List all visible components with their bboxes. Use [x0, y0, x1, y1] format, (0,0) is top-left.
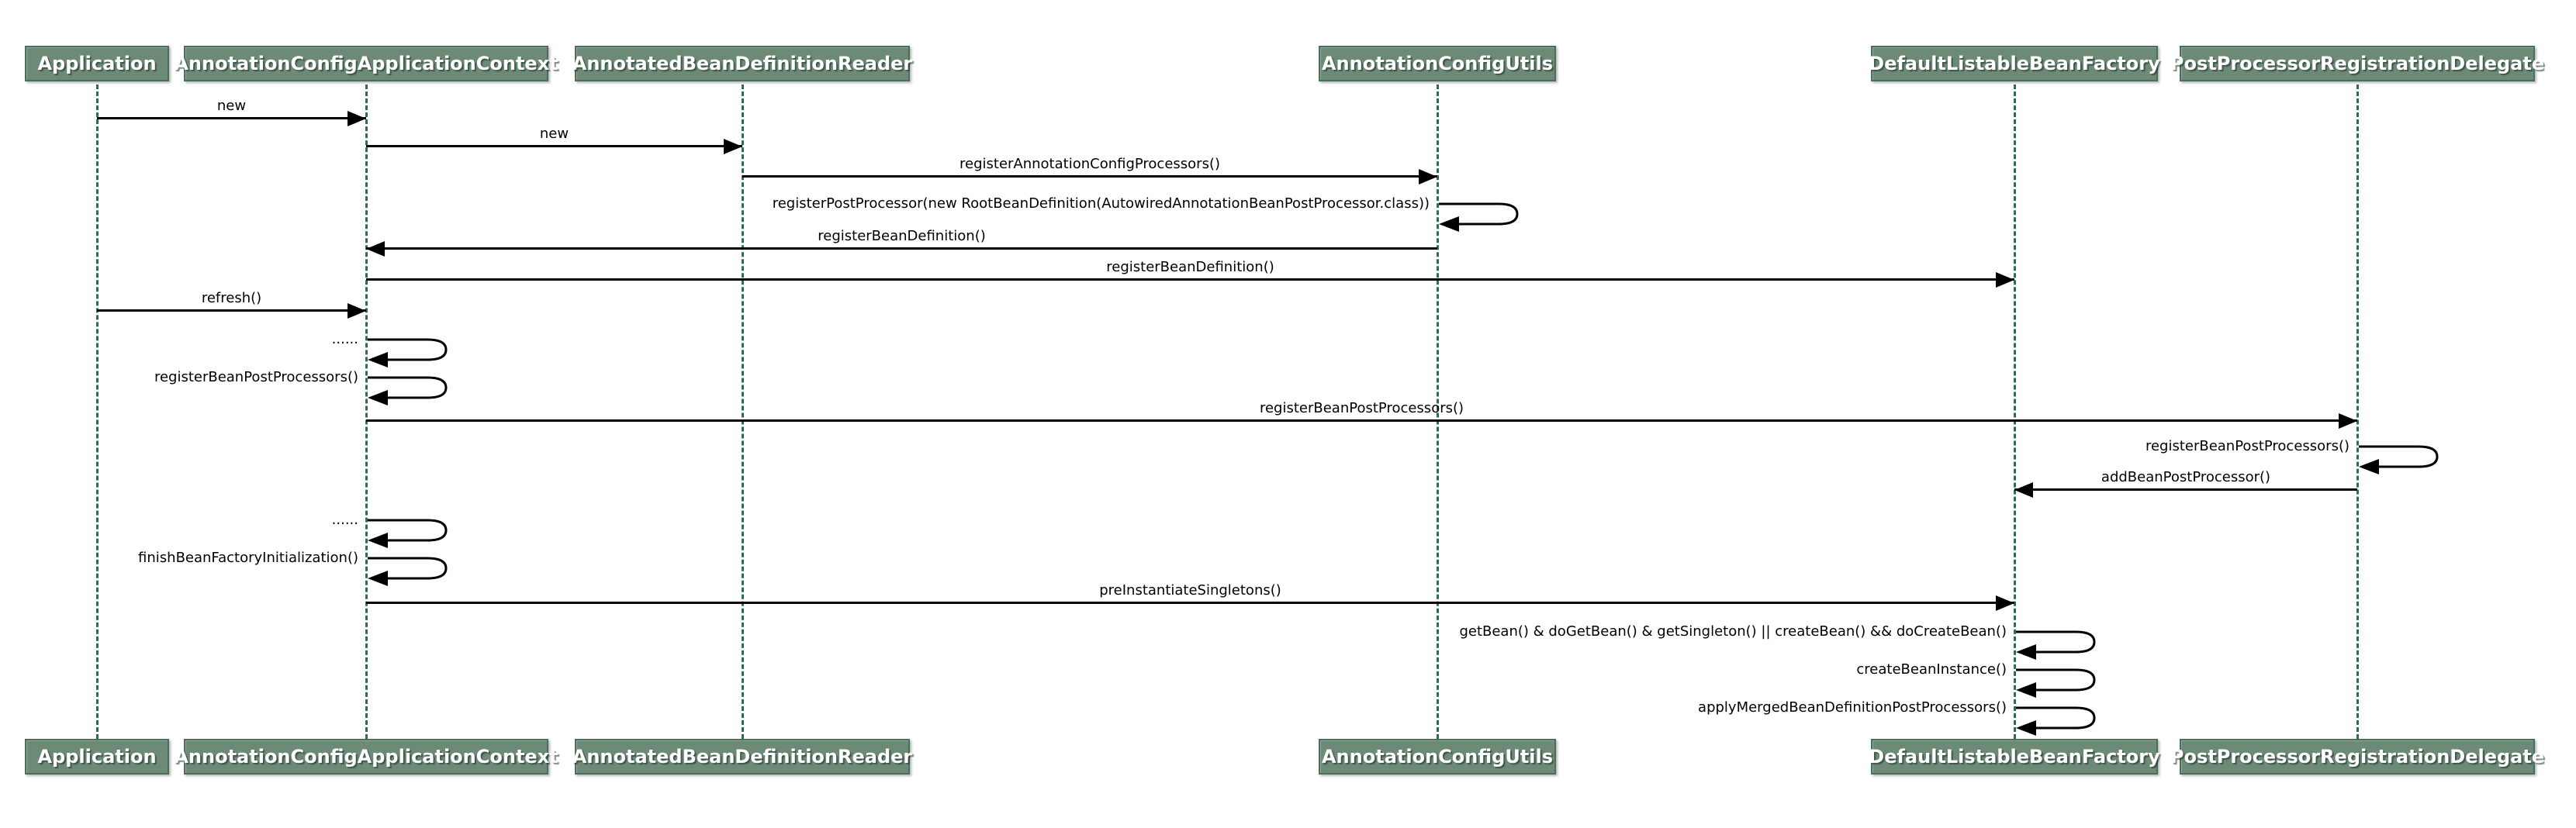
message-line: [366, 602, 2014, 604]
participant-label: AnnotationConfigApplicationContext: [174, 53, 558, 74]
lifeline-annotation-config-application-context: [365, 85, 368, 739]
participant-bottom-application: Application: [25, 739, 169, 775]
participant-top-post-processor-registration-delegate: PostProcessorRegistrationDelegate: [2170, 46, 2544, 81]
participant-label: AnnotationConfigUtils: [1321, 746, 1554, 768]
self-loop-arrow-icon: [368, 338, 448, 367]
self-message-loop: [2358, 445, 2443, 479]
participant-label: Application: [37, 746, 157, 768]
participant-bottom-default-listable-bean-factory: DefaultListableBeanFactory: [1869, 739, 2160, 775]
self-message-loop: [2015, 668, 2101, 702]
self-loop-arrow-icon: [368, 519, 448, 548]
participant-label: PostProcessorRegistrationDelegate: [2170, 746, 2545, 768]
lifeline-post-processor-registration-delegate: [2356, 85, 2359, 739]
self-message-label: applyMergedBeanDefinitionPostProcessors(…: [1698, 699, 2007, 716]
participant-bottom-post-processor-registration-delegate: PostProcessorRegistrationDelegate: [2170, 739, 2544, 775]
message-line: [366, 145, 742, 147]
self-message-loop: [2015, 630, 2101, 664]
self-message-loop: [1438, 202, 1523, 236]
message-arrowhead: [2339, 412, 2357, 429]
self-loop-arrow-icon: [2016, 668, 2096, 698]
participant-label: AnnotatedBeanDefinitionReader: [572, 746, 913, 768]
message-arrowhead: [1996, 271, 2014, 288]
self-message-label: registerPostProcessor(new RootBeanDefini…: [772, 195, 1430, 212]
self-loop-arrow-icon: [368, 376, 448, 405]
message-line: [366, 419, 2357, 422]
participant-top-application: Application: [25, 46, 169, 81]
message-label: registerBeanPostProcessors(): [1259, 400, 1464, 416]
self-message-label: ......: [331, 512, 358, 528]
participant-label: PostProcessorRegistrationDelegate: [2170, 53, 2545, 74]
message-label: preInstantiateSingletons(): [1099, 582, 1281, 599]
message-arrowhead: [1419, 168, 1437, 185]
participant-bottom-annotated-bean-definition-reader: AnnotatedBeanDefinitionReader: [572, 739, 913, 775]
participant-top-default-listable-bean-factory: DefaultListableBeanFactory: [1869, 46, 2160, 81]
participant-label: AnnotationConfigApplicationContext: [174, 746, 558, 768]
self-message-loop: [367, 557, 452, 591]
participant-bottom-annotation-config-application-context: AnnotationConfigApplicationContext: [174, 739, 558, 775]
message-arrowhead: [1996, 595, 2014, 611]
self-message-loop: [367, 519, 452, 553]
participant-label: AnnotationConfigUtils: [1321, 53, 1554, 74]
self-message-label: registerBeanPostProcessors(): [2145, 438, 2350, 454]
self-message-label: registerBeanPostProcessors(): [154, 369, 358, 385]
participant-top-annotation-config-utils: AnnotationConfigUtils: [1319, 46, 1556, 81]
participant-label: AnnotatedBeanDefinitionReader: [572, 53, 913, 74]
lifeline-application: [95, 85, 99, 739]
participant-label: Application: [37, 53, 157, 74]
message-label: new: [539, 126, 569, 142]
lifeline-default-listable-bean-factory: [2013, 85, 2016, 739]
self-message-label: finishBeanFactoryInitialization(): [138, 550, 358, 566]
self-loop-arrow-icon: [2016, 630, 2096, 660]
message-label: registerAnnotationConfigProcessors(): [960, 156, 1220, 172]
self-loop-arrow-icon: [1439, 202, 1519, 232]
participant-label: DefaultListableBeanFactory: [1869, 746, 2160, 768]
self-message-loop: [367, 338, 452, 372]
participant-top-annotation-config-application-context: AnnotationConfigApplicationContext: [174, 46, 558, 81]
self-message-label: ......: [331, 331, 358, 347]
message-label: registerBeanDefinition(): [1106, 259, 1274, 275]
lifeline-annotated-bean-definition-reader: [741, 85, 744, 739]
message-arrowhead: [348, 302, 366, 319]
message-arrowhead: [366, 240, 385, 257]
message-arrowhead: [2014, 481, 2033, 498]
lifeline-annotation-config-utils: [1436, 85, 1439, 739]
self-message-label: createBeanInstance(): [1856, 661, 2007, 678]
participant-bottom-annotation-config-utils: AnnotationConfigUtils: [1319, 739, 1556, 775]
self-loop-arrow-icon: [2359, 445, 2439, 474]
self-loop-arrow-icon: [2016, 706, 2096, 736]
message-label: refresh(): [201, 290, 262, 306]
message-label: new: [216, 98, 247, 114]
message-line: [2014, 488, 2357, 491]
message-label: addBeanPostProcessor(): [2101, 469, 2271, 485]
self-message-loop: [2015, 706, 2101, 740]
message-line: [366, 247, 1437, 250]
self-message-loop: [367, 376, 452, 410]
participant-label: DefaultListableBeanFactory: [1869, 53, 2160, 74]
message-label: registerBeanDefinition(): [818, 228, 986, 244]
self-loop-arrow-icon: [368, 557, 448, 586]
message-arrowhead: [724, 138, 742, 154]
participant-top-annotated-bean-definition-reader: AnnotatedBeanDefinitionReader: [572, 46, 913, 81]
message-line: [97, 117, 366, 119]
message-arrowhead: [348, 110, 366, 126]
self-message-label: getBean() & doGetBean() & getSingleton()…: [1459, 623, 2007, 640]
message-line: [97, 309, 366, 312]
message-line: [742, 175, 1437, 178]
message-line: [366, 278, 2014, 281]
